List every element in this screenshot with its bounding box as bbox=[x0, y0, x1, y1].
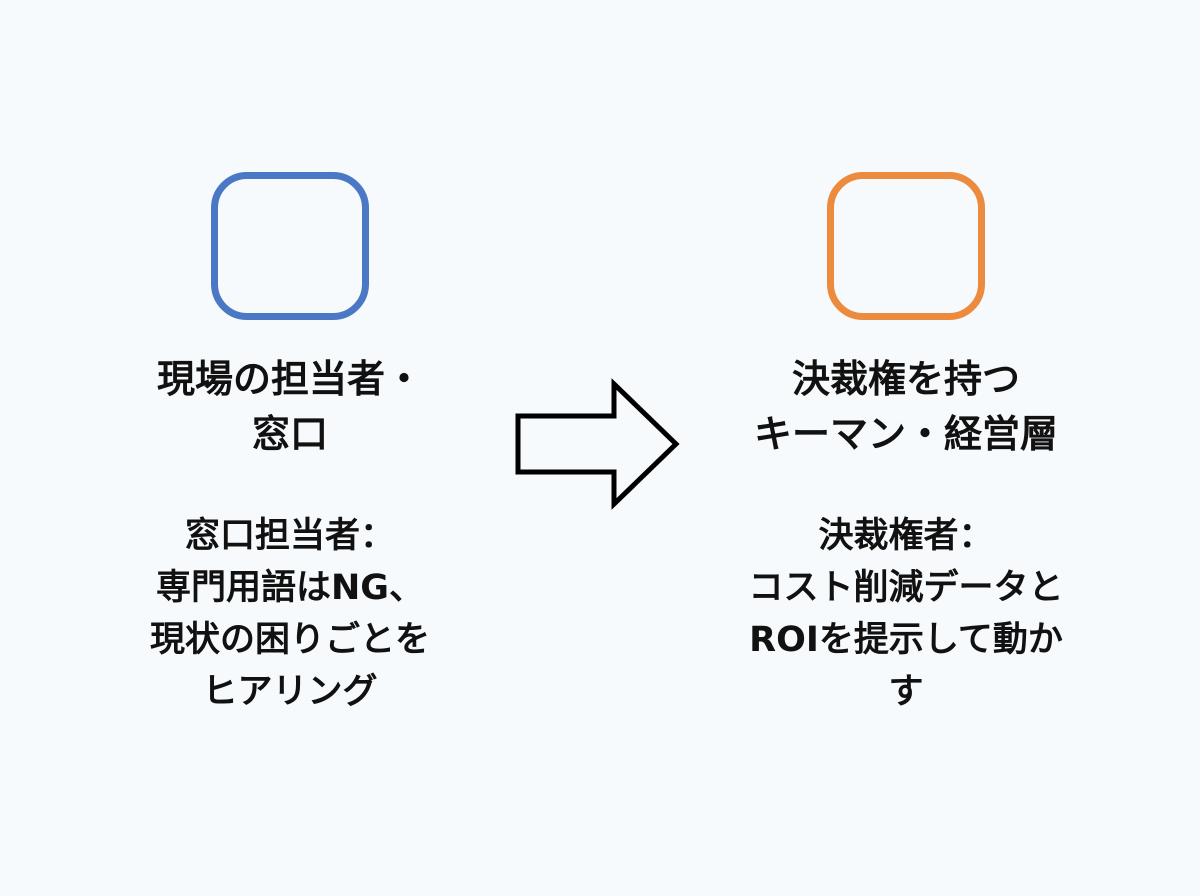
left-title: 現場の担当者・ 窓口 bbox=[156, 357, 423, 456]
right-description: 決裁権者： コスト削減データと ROIを提示して動か す bbox=[748, 516, 1064, 712]
right-stakeholder-panel: 決裁権を持つ キーマン・経営層 決裁権者： コスト削減データと ROIを提示して… bbox=[686, 0, 1126, 718]
left-stakeholder-panel: 現場の担当者・ 窓口 窓口担当者： 専門用語はNG、 現状の困りごとを ヒアリン… bbox=[70, 0, 510, 718]
right-arrow-shape bbox=[515, 378, 680, 510]
left-description: 窓口担当者： 専門用語はNG、 現状の困りごとを ヒアリング bbox=[149, 516, 430, 712]
right-arrow-icon bbox=[515, 378, 680, 510]
right-title: 決裁権を持つ キーマン・経営層 bbox=[753, 357, 1058, 456]
right-square-icon bbox=[827, 172, 985, 320]
left-square-icon bbox=[211, 172, 369, 320]
